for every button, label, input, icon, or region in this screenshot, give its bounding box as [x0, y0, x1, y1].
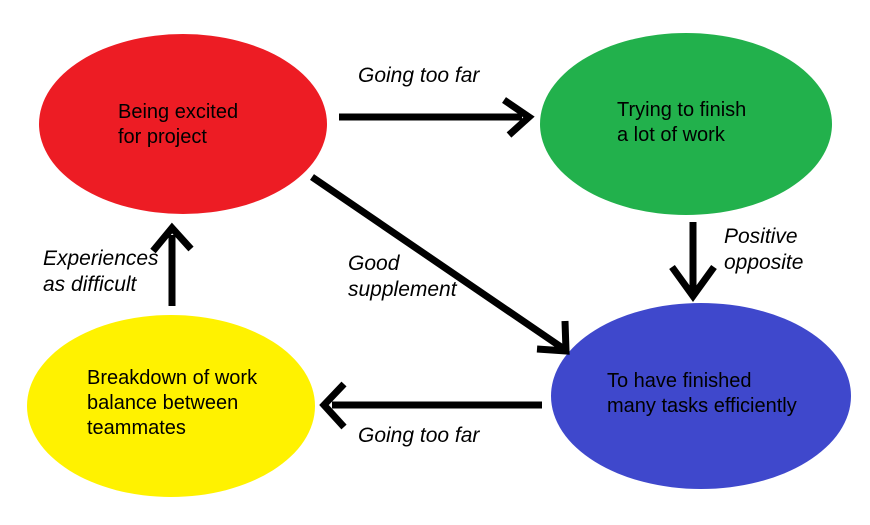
edge-label-going-too-far-bottom-line1: Going too far: [358, 424, 480, 447]
node-breakdown-label-line1: Breakdown of work: [87, 367, 258, 389]
node-finished-ellipse: [551, 303, 851, 489]
edge-label-good-supplement: Good supplement: [348, 251, 457, 303]
node-trying-label: Trying to finish a lot of work: [617, 98, 746, 148]
edge-label-positive-opposite-line1: Positive: [724, 225, 798, 248]
arrow-breakdown-to-excited: [150, 222, 194, 306]
edge-label-going-too-far-top-line1: Going too far: [358, 64, 480, 87]
node-trying-label-line2: a lot of work: [617, 124, 725, 146]
edge-label-experiences-as-difficult-line2: as difficult: [43, 273, 137, 296]
edge-label-experiences-as-difficult: Experiences as difficult: [43, 246, 159, 298]
edge-label-good-supplement-line2: supplement: [348, 278, 457, 301]
node-excited-ellipse: [39, 34, 327, 214]
edge-label-going-too-far-bottom: Going too far: [358, 423, 479, 449]
arrow-excited-to-finished: [310, 174, 570, 355]
node-finished-label: To have finished many tasks efficiently: [607, 369, 797, 419]
node-excited-label-line1: Being excited: [118, 101, 239, 123]
edge-label-positive-opposite-line2: opposite: [724, 251, 804, 274]
edge-label-experiences-as-difficult-line1: Experiences: [43, 247, 159, 270]
edge-label-positive-opposite: Positive opposite: [724, 224, 803, 276]
node-excited-label-line2: for project: [118, 126, 207, 148]
node-breakdown-ellipse: [27, 315, 315, 497]
edge-label-going-too-far-top: Going too far: [358, 63, 479, 89]
node-breakdown-label: Breakdown of work balance between teamma…: [87, 366, 257, 441]
node-finished-label-line2: many tasks efficiently: [607, 395, 797, 417]
node-trying-ellipse: [540, 33, 832, 215]
node-breakdown-label-line3: teammates: [87, 417, 186, 439]
edge-label-good-supplement-line1: Good: [348, 252, 400, 275]
node-trying-label-line1: Trying to finish: [617, 99, 747, 121]
arrow-finished-to-breakdown: [319, 381, 542, 430]
arrow-excited-to-trying: [339, 97, 535, 138]
node-excited-label: Being excited for project: [118, 100, 238, 150]
node-finished-label-line1: To have finished: [607, 370, 752, 392]
node-breakdown-label-line2: balance between: [87, 392, 239, 414]
arrow-trying-to-finished: [669, 222, 717, 302]
